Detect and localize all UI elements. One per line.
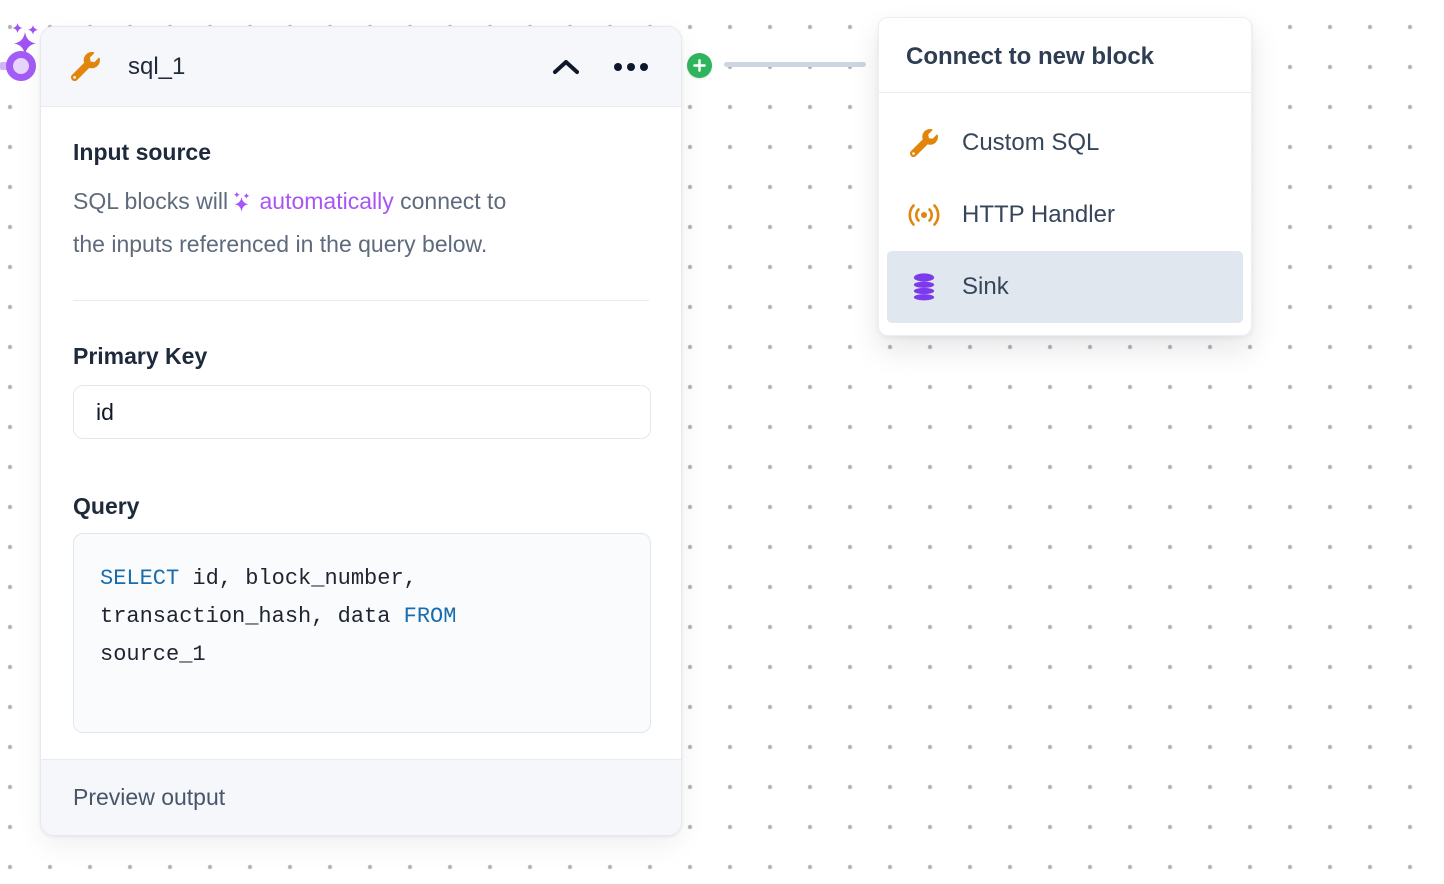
primary-key-input[interactable] bbox=[73, 385, 651, 439]
connect-menu: Connect to new block Custom SQL HTTP H bbox=[878, 17, 1252, 336]
add-block-button[interactable] bbox=[687, 53, 712, 78]
chevron-up-icon bbox=[553, 59, 579, 74]
node-title: sql_1 bbox=[128, 52, 186, 80]
plus-icon bbox=[693, 59, 706, 72]
ellipsis-icon bbox=[614, 62, 648, 71]
preview-output-button[interactable]: Preview output bbox=[41, 759, 681, 835]
node-header: sql_1 bbox=[41, 27, 681, 107]
menu-item-sink[interactable]: Sink bbox=[887, 251, 1243, 323]
wrench-icon bbox=[907, 129, 941, 157]
primary-key-label: Primary Key bbox=[73, 343, 208, 369]
port-stub bbox=[0, 62, 9, 70]
query-editor[interactable]: SELECT id, block_number, transaction_has… bbox=[73, 533, 651, 733]
connect-menu-list: Custom SQL HTTP Handler bbox=[879, 93, 1251, 335]
more-options-button[interactable] bbox=[611, 60, 651, 74]
connect-menu-title: Connect to new block bbox=[879, 18, 1251, 93]
connector-edge bbox=[724, 62, 866, 67]
ai-sparkles-icon bbox=[8, 22, 42, 61]
query-label: Query bbox=[73, 493, 140, 519]
menu-item-http-handler[interactable]: HTTP Handler bbox=[887, 179, 1243, 251]
input-port-handle[interactable] bbox=[6, 51, 36, 81]
sql-block-node: sql_1 Input source SQL blocks will autom… bbox=[40, 26, 682, 836]
menu-item-label: HTTP Handler bbox=[962, 201, 1115, 228]
section-divider bbox=[73, 300, 649, 301]
automatically-highlight: automatically bbox=[259, 188, 394, 214]
menu-item-label: Sink bbox=[962, 273, 1009, 300]
input-source-heading: Input source bbox=[73, 139, 212, 165]
input-source-description: SQL blocks will automatically connect to… bbox=[73, 188, 507, 257]
menu-item-custom-sql[interactable]: Custom SQL bbox=[887, 107, 1243, 179]
wrench-icon bbox=[71, 52, 100, 81]
node-body: Input source SQL blocks will automatical… bbox=[41, 107, 681, 759]
menu-item-label: Custom SQL bbox=[962, 129, 1100, 156]
broadcast-icon bbox=[907, 200, 941, 230]
collapse-button[interactable] bbox=[549, 56, 583, 78]
database-icon bbox=[907, 272, 941, 302]
sparkle-icon bbox=[231, 191, 252, 217]
